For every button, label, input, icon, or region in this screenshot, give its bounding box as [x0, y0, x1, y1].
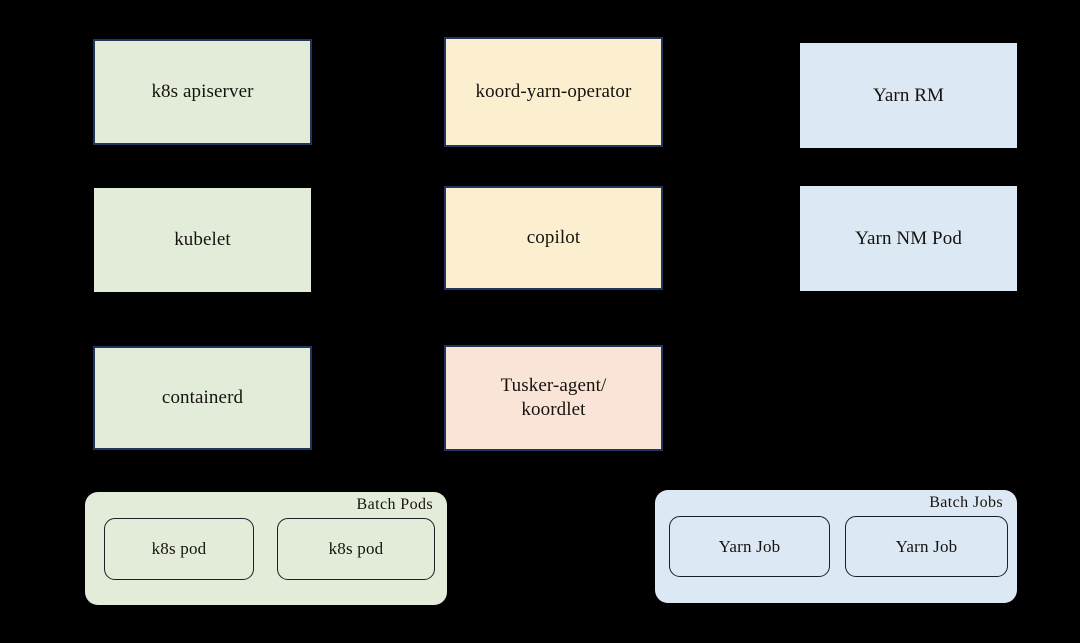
node-containerd[interactable]: containerd — [93, 346, 312, 450]
node-koord-yarn-operator[interactable]: koord-yarn-operator — [444, 37, 663, 147]
chip-yarn-job-1[interactable]: Yarn Job — [669, 516, 830, 577]
group-batch-jobs-label: Batch Jobs — [929, 494, 1003, 511]
node-k8s-apiserver[interactable]: k8s apiserver — [93, 39, 312, 145]
node-copilot[interactable]: copilot — [444, 186, 663, 290]
node-tusker-agent-koordlet[interactable]: Tusker-agent/ koordlet — [444, 345, 663, 451]
group-batch-pods-label: Batch Pods — [356, 496, 433, 513]
chip-yarn-job-2[interactable]: Yarn Job — [845, 516, 1008, 577]
node-kubelet[interactable]: kubelet — [94, 188, 311, 292]
chip-k8s-pod-1[interactable]: k8s pod — [104, 518, 254, 580]
group-batch-pods[interactable]: Batch Pods — [85, 492, 447, 605]
node-yarn-rm[interactable]: Yarn RM — [800, 43, 1017, 148]
chip-k8s-pod-2[interactable]: k8s pod — [277, 518, 435, 580]
node-yarn-nm-pod[interactable]: Yarn NM Pod — [800, 186, 1017, 291]
group-batch-jobs[interactable]: Batch Jobs — [655, 490, 1017, 603]
connector-koord-yarn-operator-to-apiserver — [312, 91, 444, 93]
